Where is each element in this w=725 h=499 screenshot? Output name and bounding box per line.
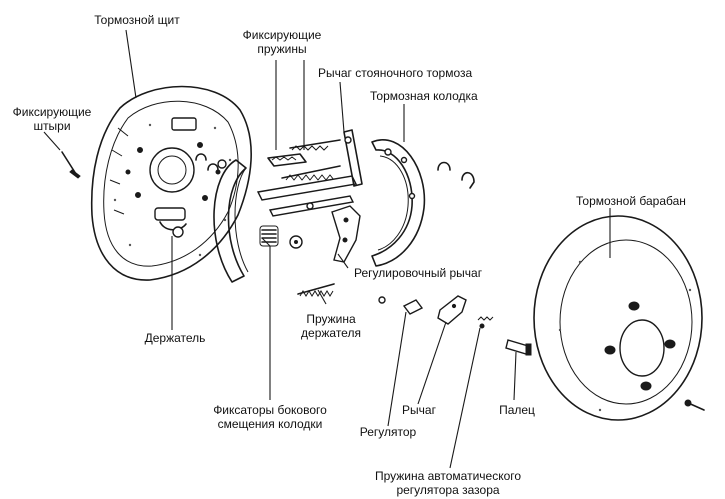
label-shoe-side-retainers-line2: смещения колодки [217,417,323,431]
left-brake-shoe-part [213,159,249,283]
strut-pin-part [306,202,314,210]
regulator-part [378,296,424,315]
label-pin: Палец [499,403,535,417]
parking-lever-part [343,129,363,187]
pin-part [505,339,532,356]
label-brake-shoe: Тормозная колодка [370,89,478,103]
retainer-spring-part [259,225,279,247]
label-lever: Рычаг [402,403,436,417]
leader-lines [43,29,611,469]
label-auto-adjuster-spring-line2: регулятора зазора [396,483,500,497]
label-brake-shield: Тормозной щит [94,13,180,27]
label-fixing-springs-line2: пружины [257,42,307,56]
fixing-pin-part [61,151,81,179]
label-adjusting-lever: Регулировочный рычаг [354,266,483,280]
brake-shield-part [90,85,252,281]
label-fixing-pins-line1: Фиксирующие [12,105,92,119]
label-holder-spring-line1: Пружина [306,312,356,326]
label-regulator: Регулятор [359,425,417,439]
label-fixing-pins-line2: штыри [33,119,71,133]
shield-clip-part [195,153,219,171]
adjusting-lever-part [331,205,361,263]
label-shoe-side-retainers-line1: Фиксаторы бокового [213,403,327,417]
right-brake-shoe-part [371,139,426,267]
drum-bolt-part [684,399,705,411]
label-holder-spring: Пружина держателя [290,312,372,340]
label-brake-drum: Тормозной барабан [576,194,686,208]
label-auto-adjuster-spring-line1: Пружина автоматического [374,469,522,483]
label-fixing-springs-line1: Фиксирующие [242,28,322,42]
label-auto-adjuster-spring: Пружина автоматического регулятора зазор… [350,469,546,497]
shoe-clip-part [437,161,475,189]
label-parking-lever: Рычаг стояночного тормоза [318,66,473,80]
label-shoe-side-retainers: Фиксаторы бокового смещения колодки [200,403,340,431]
label-fixing-springs: Фиксирующие пружины [232,28,332,56]
brake-drum-part [533,215,703,421]
holder-spring-part [297,283,335,297]
label-fixing-pins: Фиксирующие штыри [4,105,100,133]
auto-adjuster-spring-part [477,316,494,329]
lever-part [437,295,467,325]
label-holder-spring-line2: держателя [301,326,361,340]
label-holder: Держатель [144,331,206,345]
retainer-washer-part [289,235,303,249]
